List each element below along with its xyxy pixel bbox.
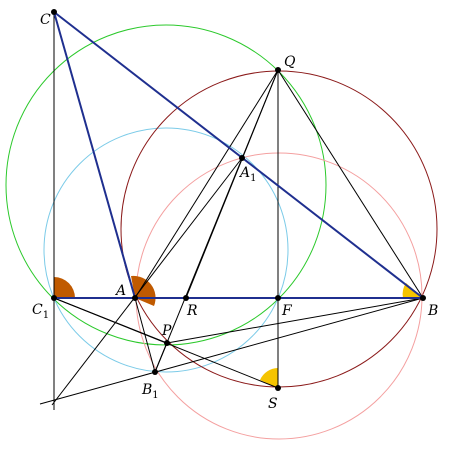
label-r: R [186, 303, 198, 319]
label-c: C [40, 12, 51, 28]
label-p: P [161, 323, 172, 339]
points [51, 9, 426, 391]
label-b: B [427, 303, 438, 319]
point-b1 [152, 369, 158, 375]
line-c1-p [53, 297, 168, 344]
angle-marker-s [260, 368, 278, 388]
point-a [132, 295, 138, 301]
point-p [164, 340, 170, 346]
label-a1: A1 [238, 165, 257, 184]
line-a-b1 [134, 297, 156, 373]
line-q-a [134, 69, 279, 299]
point-c [51, 9, 57, 15]
label-a: A [114, 283, 126, 299]
point-c1 [51, 295, 57, 301]
line-b-bottom [39, 297, 424, 405]
circle-blue [43, 127, 289, 373]
line-p-b1 [154, 342, 168, 373]
side-cb [53, 11, 424, 299]
label-q: Q [284, 54, 296, 70]
construction-lines [39, 12, 424, 410]
point-a1 [239, 155, 245, 161]
point-f [275, 295, 281, 301]
label-f: F [281, 303, 293, 319]
point-r [183, 295, 189, 301]
point-labels: C Q A1 C1 A R F B P B1 S [32, 12, 438, 412]
line-p-b [166, 297, 424, 344]
line-q-b1 [154, 69, 279, 373]
point-b [420, 295, 426, 301]
label-b1: B1 [141, 382, 159, 401]
side-ca [53, 11, 136, 299]
line-q-b [277, 69, 424, 299]
angle-marker-c1 [54, 277, 75, 298]
point-q [275, 67, 281, 73]
point-s [275, 385, 281, 391]
label-s: S [268, 396, 278, 412]
triangle-abc [53, 11, 424, 299]
line-a1-bottom [51, 157, 243, 406]
label-c1: C1 [32, 302, 49, 321]
angle-marker-a [131, 275, 156, 306]
